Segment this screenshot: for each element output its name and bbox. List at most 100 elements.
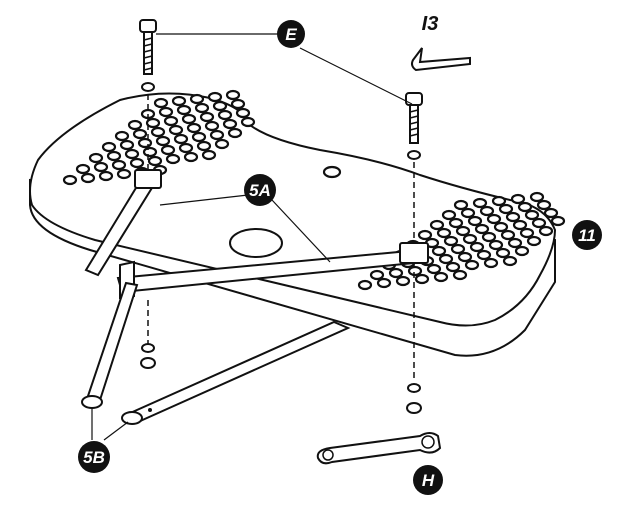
svg-text:5A: 5A xyxy=(249,181,271,200)
perforation-hole xyxy=(171,95,187,107)
connector-rod-a-long xyxy=(116,242,429,300)
perforation-hole xyxy=(225,89,241,101)
perforation-hole xyxy=(510,193,526,205)
perforation-hole xyxy=(472,197,488,209)
perforation-hole xyxy=(106,150,122,162)
perforation-hole xyxy=(483,257,499,269)
perforation-hole xyxy=(116,168,132,180)
perforation-hole xyxy=(137,137,153,149)
perforation-hole xyxy=(464,259,480,271)
perforation-hole xyxy=(240,116,256,128)
perforation-hole xyxy=(486,213,502,225)
svg-text:E: E xyxy=(285,25,297,44)
leader-5b-right xyxy=(103,421,129,441)
perforation-hole xyxy=(212,100,228,112)
perforation-hole xyxy=(495,247,511,259)
callout-i3: I3 xyxy=(422,13,439,35)
perforation-hole xyxy=(433,271,449,283)
callout-h: H xyxy=(413,465,443,495)
perforation-hole xyxy=(369,269,385,281)
connector-rod-b-right xyxy=(121,320,351,425)
perforation-hole xyxy=(526,235,542,247)
small-hole xyxy=(322,165,342,179)
perforation-hole xyxy=(505,211,521,223)
perforation-hole xyxy=(550,215,566,227)
hex-key xyxy=(411,47,471,72)
perforation-hole xyxy=(214,138,230,150)
leader-5a-right xyxy=(271,199,331,263)
perforation-hole xyxy=(452,269,468,281)
callout-5b: 5B xyxy=(78,441,110,473)
perforation-hole xyxy=(414,273,430,285)
wrench xyxy=(316,432,442,465)
perforation-hole xyxy=(388,267,404,279)
perforation-hole xyxy=(147,155,163,167)
perforation-hole xyxy=(376,277,392,289)
perforation-hole xyxy=(457,251,473,263)
perforation-hole xyxy=(194,102,210,114)
perforation-hole xyxy=(204,120,220,132)
callout-e: E xyxy=(277,20,305,48)
center-hole xyxy=(229,228,283,258)
perforation-hole xyxy=(80,172,96,184)
perforation-hole xyxy=(153,97,169,109)
perforation-hole xyxy=(426,263,442,275)
perforation-hole xyxy=(395,275,411,287)
perforation-hole xyxy=(479,205,495,217)
perforation-hole xyxy=(75,163,91,175)
perforation-hole xyxy=(407,265,423,277)
svg-text:I3: I3 xyxy=(422,13,439,35)
perforation-hole xyxy=(155,135,171,147)
perforation-hole xyxy=(469,241,485,253)
perforation-hole xyxy=(222,118,238,130)
perforation-hole xyxy=(207,91,223,103)
perforation-hole xyxy=(199,111,215,123)
perforation-hole xyxy=(455,225,471,237)
connector-rod-b-left xyxy=(81,281,139,409)
perforation-hole xyxy=(114,130,130,142)
perforation-hole xyxy=(124,148,140,160)
perforation-hole xyxy=(507,237,523,249)
perforation-hole xyxy=(417,229,433,241)
perforation-hole xyxy=(498,203,514,215)
perforation-hole xyxy=(445,261,461,273)
svg-text:11: 11 xyxy=(578,226,596,245)
perforation-hole xyxy=(189,93,205,105)
perforation-hole xyxy=(493,221,509,233)
perforation-hole xyxy=(98,170,114,182)
bolt-left xyxy=(139,19,157,92)
perforation-hole xyxy=(538,225,554,237)
perforation-hole xyxy=(201,149,217,161)
perforation-hole xyxy=(168,124,184,136)
perforation-hole xyxy=(62,174,78,186)
perforation-hole xyxy=(127,119,143,131)
perforation-hole xyxy=(462,233,478,245)
perforation-hole xyxy=(88,152,104,164)
perforation-hole xyxy=(512,219,528,231)
perforation-hole xyxy=(178,142,194,154)
perforation-hole xyxy=(132,128,148,140)
perforation-hole xyxy=(142,146,158,158)
perforation-hole xyxy=(176,104,192,116)
perforation-hole xyxy=(491,195,507,207)
perforation-hole xyxy=(514,245,530,257)
perforation-hole xyxy=(519,227,535,239)
perforation-hole xyxy=(443,235,459,247)
perforation-hole xyxy=(543,207,559,219)
leader-e-right xyxy=(299,47,413,105)
nut-right xyxy=(406,383,422,414)
perforation-hole xyxy=(436,227,452,239)
perforation-hole xyxy=(476,249,492,261)
perforation-hole xyxy=(431,245,447,257)
connector-rod-a-short xyxy=(84,169,162,277)
perforation-hole xyxy=(160,144,176,156)
perforation-hole xyxy=(500,229,516,241)
perforation-hole xyxy=(158,106,174,118)
perforation-hole xyxy=(448,217,464,229)
perforation-hole xyxy=(450,243,466,255)
perforation-hole xyxy=(191,131,207,143)
svg-text:H: H xyxy=(422,471,435,490)
perforation-hole xyxy=(165,153,181,165)
leader-5a-left xyxy=(159,194,249,206)
